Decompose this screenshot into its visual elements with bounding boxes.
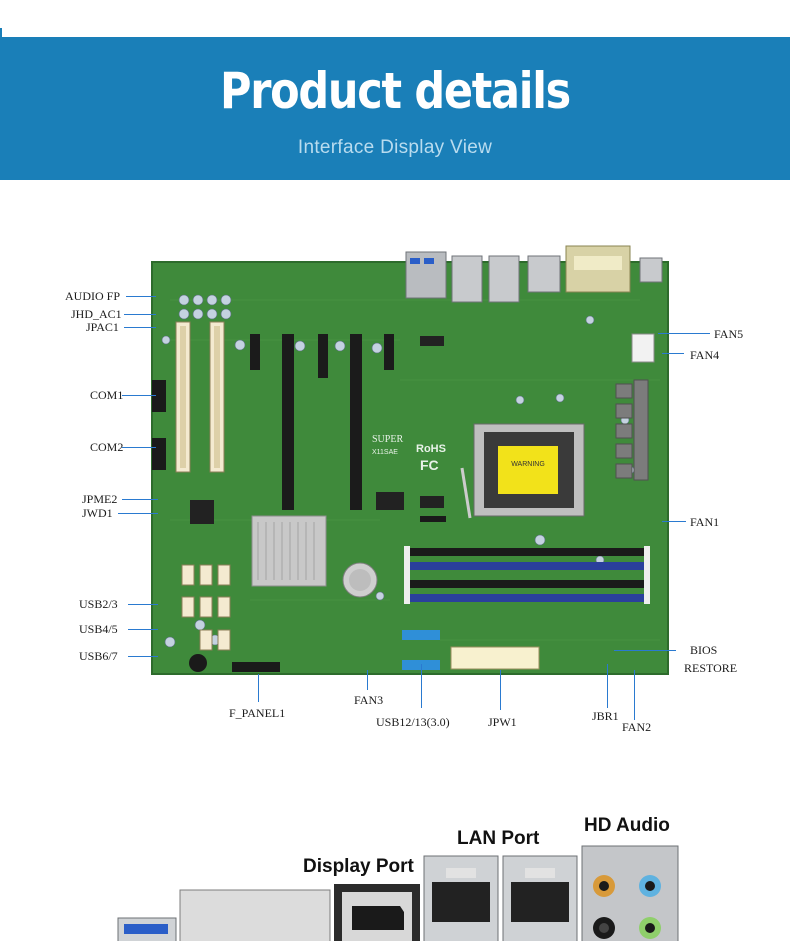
callout-fan1: FAN1 [690, 515, 720, 529]
header-banner [0, 37, 790, 180]
callout-audio-fp: AUDIO FP [65, 289, 121, 303]
callout-jhd-ac1: JHD_AC1 [71, 307, 122, 321]
io-shield [179, 889, 331, 941]
lan-port-label: LAN Port [457, 828, 540, 849]
rear-usb-single [639, 257, 663, 283]
com1-header [152, 380, 166, 412]
callout-jbr1: JBR1 [592, 709, 619, 723]
display-port-label: Display Port [303, 856, 414, 877]
pcie-slot-x16-1 [282, 334, 294, 510]
rear-lan-port-1 [451, 255, 483, 303]
warning-sticker: WARNING [511, 461, 545, 468]
callout-com2: COM2 [90, 440, 124, 454]
callout-jpme2: JPME2 [82, 492, 118, 506]
callout-bios: BIOS [690, 643, 718, 657]
callout-jpac1: JPAC1 [86, 320, 119, 334]
com2-header [152, 438, 166, 470]
fc-mark: FC [420, 457, 439, 473]
callout-usb67: USB6/7 [79, 649, 118, 663]
board-brand: SUPER [372, 434, 403, 445]
page-subtitle: Interface Display View [297, 137, 493, 158]
cpu-power-8pin [631, 333, 655, 363]
pcie-slot-x16-2 [350, 334, 362, 510]
board-model: X11SAE [372, 449, 398, 456]
callout-fan2: FAN2 [622, 720, 652, 734]
dimm-slot-1 [404, 548, 650, 556]
rohs-mark: RoHS [416, 443, 446, 455]
dimm-slot-4 [404, 594, 650, 602]
rear-hdmi-stack [527, 255, 561, 293]
dimm-slot-3 [404, 580, 650, 588]
pcie-slot-x1-1 [250, 334, 260, 370]
callout-usb45: USB4/5 [79, 622, 118, 636]
pcie-slot-x1-2 [384, 334, 394, 370]
callout-restore: RESTORE [684, 661, 738, 675]
hd-audio-label: HD Audio [584, 815, 670, 836]
callout-usb1213: USB12/13(3.0) [376, 715, 450, 729]
atx-power-24pin [450, 646, 540, 670]
front-panel-header [232, 662, 280, 672]
callout-fan4: FAN4 [690, 348, 720, 362]
top-strip [0, 0, 790, 37]
callout-jpw1: JPW1 [488, 715, 517, 729]
dimm-slot-2 [404, 562, 650, 570]
corner-tick [0, 28, 2, 37]
callout-com1: COM1 [90, 388, 124, 402]
pcie-slot-x4 [318, 334, 328, 378]
callout-jwd1: JWD1 [82, 506, 113, 520]
callout-usb23: USB2/3 [79, 597, 118, 611]
callout-f-panel1: F_PANEL1 [229, 706, 286, 720]
rear-lan-port-2 [488, 255, 520, 303]
usb3-header-1 [402, 630, 440, 640]
callout-fan3: FAN3 [354, 693, 384, 707]
callout-fan5: FAN5 [714, 327, 744, 341]
page-title: Product details [220, 62, 571, 120]
